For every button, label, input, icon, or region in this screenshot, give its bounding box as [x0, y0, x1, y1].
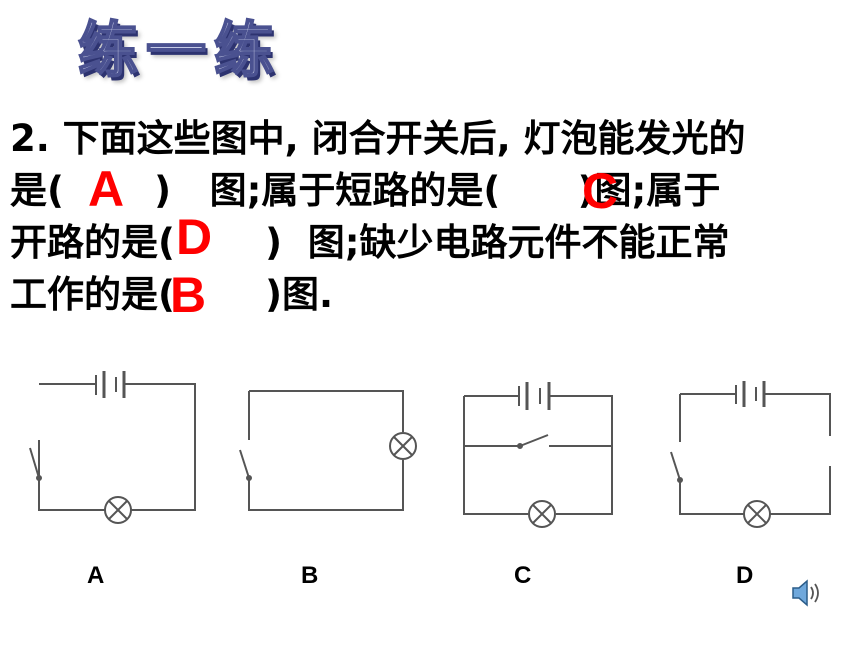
page-title: 练一练 — [77, 15, 282, 87]
circuit-a — [29, 371, 196, 524]
speaker-icon[interactable] — [790, 578, 824, 612]
circuit-c — [463, 382, 613, 528]
answer-short: C — [582, 163, 619, 219]
diagram-label-a: A — [87, 562, 105, 589]
question-line-2: 是( ) 图;属于短路的是( )图;属于 — [10, 169, 721, 212]
circuit-d — [670, 381, 831, 528]
diagram-label-c: C — [514, 562, 532, 589]
answer-missing: B — [170, 267, 207, 323]
diagram-label-b: B — [301, 562, 319, 589]
question-line-3: 开路的是( ) 图;缺少电路元件不能正常 — [10, 221, 730, 264]
question-line-4: 工作的是( )图. — [10, 273, 334, 316]
question-number: 2 — [10, 117, 36, 160]
diagram-label-d: D — [736, 562, 754, 589]
circuit-b — [239, 390, 417, 511]
answer-lit: A — [88, 161, 125, 217]
question-line-1: 2. 下面这些图中, 闭合开关后, 灯泡能发光的 — [10, 117, 746, 160]
answer-open: D — [176, 209, 213, 265]
